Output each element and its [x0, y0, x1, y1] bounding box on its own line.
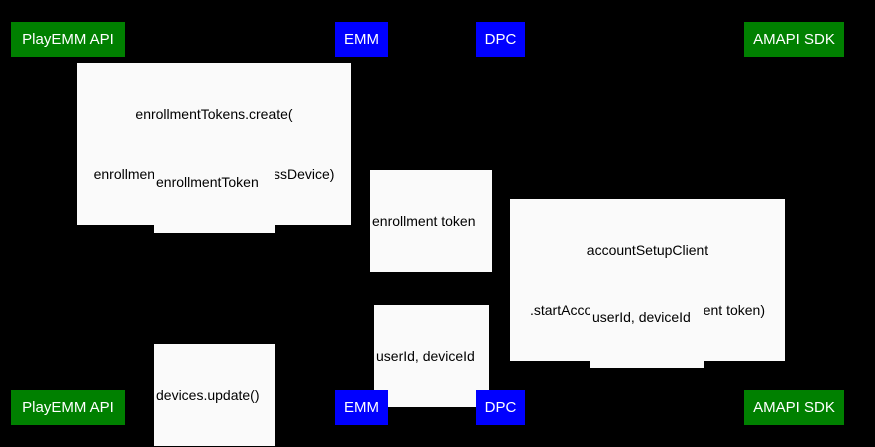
- participant-amapi-sdk-bottom[interactable]: AMAPI SDK: [744, 390, 844, 425]
- message-line-1: enrollment token: [372, 213, 476, 229]
- message-line-1: devices.update(): [156, 387, 260, 403]
- message-devices-update: devices.update(): [154, 344, 275, 446]
- message-enrollment-token-response: enrollmentToken: [154, 131, 275, 233]
- message-userid-deviceid-to-emm: userId, deviceId: [374, 305, 489, 407]
- message-enrollment-token-to-dpc: enrollment token: [370, 170, 492, 272]
- participant-label: AMAPI SDK: [753, 399, 835, 416]
- participant-playemm-api-top[interactable]: PlayEMM API: [11, 22, 125, 57]
- message-userid-deviceid-from-sdk: userId, deviceId: [590, 266, 704, 368]
- participant-emm-bottom[interactable]: EMM: [335, 390, 388, 425]
- participant-label: DPC: [484, 399, 517, 416]
- participant-label: PlayEMM API: [22, 31, 114, 48]
- participant-label: AMAPI SDK: [753, 31, 835, 48]
- participant-amapi-sdk-top[interactable]: AMAPI SDK: [744, 22, 844, 57]
- lifeline-playemm-api: [67, 57, 68, 390]
- message-line-1: enrollmentTokens.create(: [135, 106, 293, 122]
- message-line-1: userId, deviceId: [376, 348, 475, 364]
- message-line-1: accountSetupClient: [586, 242, 709, 258]
- participant-label: PlayEMM API: [22, 399, 114, 416]
- participant-dpc-bottom[interactable]: DPC: [476, 390, 525, 425]
- participant-playemm-api-bottom[interactable]: PlayEMM API: [11, 390, 125, 425]
- message-line-1: userId, deviceId: [592, 309, 691, 325]
- lifeline-dpc: [500, 57, 501, 390]
- participant-label: EMM: [344, 399, 379, 416]
- lifeline-emm: [361, 57, 362, 390]
- message-line-1: enrollmentToken: [156, 174, 259, 190]
- participant-label: DPC: [484, 31, 517, 48]
- participant-dpc-top[interactable]: DPC: [476, 22, 525, 57]
- participant-label: EMM: [344, 31, 379, 48]
- lifeline-amapi-sdk: [793, 57, 794, 390]
- participant-emm-top[interactable]: EMM: [335, 22, 388, 57]
